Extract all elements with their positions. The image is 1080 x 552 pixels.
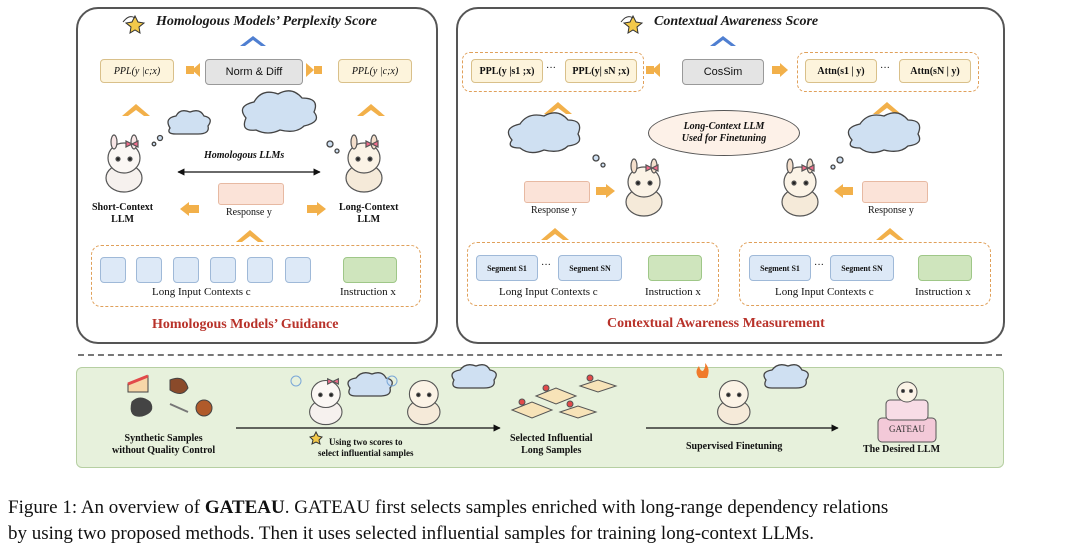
attn-ellipsis: ··· (880, 63, 890, 74)
contexts-label-left: Long Input Contexts c (152, 286, 251, 298)
context-chunk-4 (210, 257, 236, 283)
response-box-right-left (524, 181, 590, 203)
arrow-icon (122, 63, 904, 242)
cake-icon (510, 374, 618, 419)
ppl-group (462, 52, 644, 92)
right-panel-subtitle: Contextual Awareness Measurement (607, 316, 825, 331)
attn-sn-box: Attn(sN | y) (899, 59, 971, 83)
segment-ellipsis-a: ··· (541, 260, 551, 271)
context-chunk-2 (136, 257, 162, 283)
response-label-right-right: Response y (868, 205, 914, 216)
segment-1-box-b: Segment S1 (749, 255, 811, 281)
gateau-label: GATEAU (889, 424, 925, 434)
snowflake-icon (290, 375, 398, 387)
segment-ellipsis-b: ··· (814, 260, 824, 271)
thought-cloud-icon (151, 90, 921, 397)
response-label-right-left: Response y (531, 205, 577, 216)
star-icon (620, 14, 644, 34)
synthetic-samples-icon (127, 374, 213, 417)
selected-samples-label: Selected Influential Long Samples (510, 433, 593, 456)
context-chunk-6 (285, 257, 311, 283)
sft-label: Supervised Finetuning (686, 441, 783, 452)
response-box-right-right (862, 181, 928, 203)
ppl-short-box: PPL(y |c;x) (100, 59, 174, 83)
desired-llm-label: The Desired LLM (863, 444, 941, 455)
short-context-llm-label: Short-Context LLM (92, 202, 154, 225)
right-contexts-group-2 (739, 242, 991, 306)
instruction-box-right-b (918, 255, 972, 281)
homologous-llms-label: Homologous LLMs (204, 150, 285, 161)
cossim-box: CosSim (682, 59, 764, 85)
context-chunk-1 (100, 257, 126, 283)
right-panel-title: Contextual Awareness Score (654, 14, 819, 29)
ppl-sn-box: PPL(y| sN ;x) (565, 59, 637, 83)
left-panel-subtitle: Homologous Models’ Guidance (152, 317, 339, 332)
llama-icon (105, 134, 819, 426)
chevron-up-icon (240, 36, 736, 46)
section-divider (78, 354, 1002, 356)
response-label-left: Response y (226, 207, 272, 218)
attn-group (797, 52, 979, 92)
ppl-ellipsis: ··· (546, 63, 556, 74)
star-icon (309, 430, 323, 445)
context-chunk-5 (247, 257, 273, 283)
segment-1-box-a: Segment S1 (476, 255, 538, 281)
fire-icon (696, 363, 709, 378)
star-icon (122, 14, 146, 34)
figure-caption-line2: by using two proposed methods. Then it u… (8, 523, 814, 544)
instruction-label-left: Instruction x (340, 286, 396, 298)
long-context-llm-oval: Long-Context LLM Used for Finetuning (648, 110, 800, 156)
pipeline-strip (76, 367, 1004, 468)
left-contexts-group (91, 245, 421, 307)
instruction-box-left (343, 257, 397, 283)
instruction-label-right-a: Instruction x (645, 286, 701, 298)
long-context-llm-label: Long-Context LLM (339, 202, 399, 225)
attn-s1-box: Attn(s1 | y) (805, 59, 877, 83)
ppl-long-box: PPL(y |c;x) (338, 59, 412, 83)
synthetic-samples-label: Synthetic Samples without Quality Contro… (112, 433, 216, 456)
contexts-label-right-b: Long Input Contexts c (775, 286, 874, 298)
instruction-box-right-a (648, 255, 702, 281)
gateau-cake-icon (877, 381, 937, 443)
segment-n-box-a: Segment SN (558, 255, 622, 281)
contexts-label-right-a: Long Input Contexts c (499, 286, 598, 298)
right-contexts-group-1 (467, 242, 719, 306)
norm-diff-box: Norm & Diff (205, 59, 303, 85)
figure-caption-line1: Figure 1: An overview of GATEAU. GATEAU … (8, 497, 889, 518)
left-panel-title: Homologous Models’ Perplexity Score (156, 14, 377, 29)
segment-n-box-b: Segment SN (830, 255, 894, 281)
using-scores-label: Using two scores to select influential s… (318, 437, 414, 458)
context-chunk-3 (173, 257, 199, 283)
ppl-s1-box: PPL(y |s1 ;x) (471, 59, 543, 83)
instruction-label-right-b: Instruction x (915, 286, 971, 298)
response-box-left (218, 183, 284, 205)
